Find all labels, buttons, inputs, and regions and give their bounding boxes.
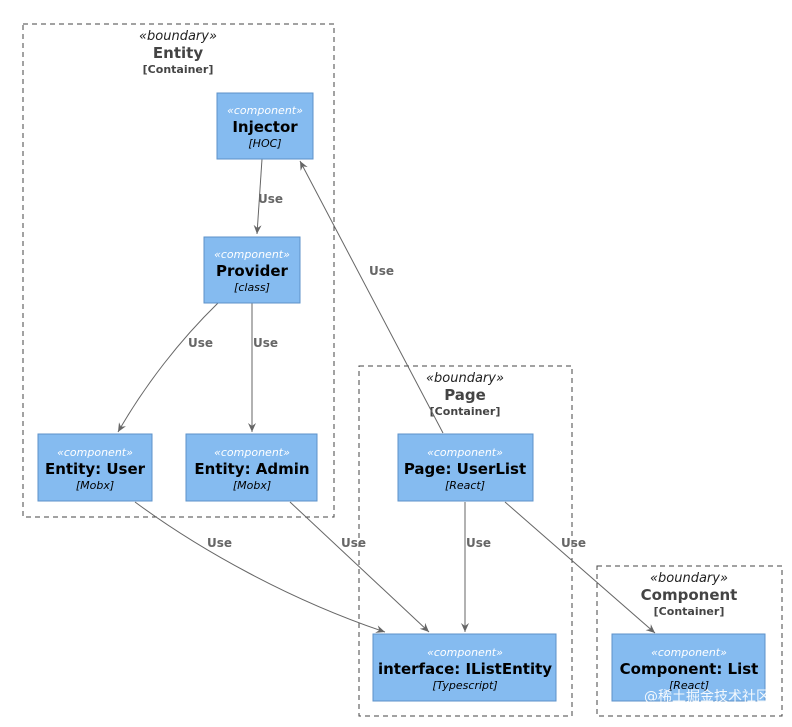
component-tech: [React] [445,479,485,492]
boundary-component: «boundary» Component [Container] [596,565,783,717]
component-injector[interactable]: «component» Injector [HOC] [216,92,314,160]
boundary-stereotype: «boundary» [426,371,504,386]
component-name: Entity: Admin [194,460,309,478]
boundary-name: Entity [153,44,203,62]
component-stereotype: «component» [651,646,727,659]
component-name: interface: IListEntity [378,660,552,678]
relation-label: Use [561,536,586,550]
component-entity-user[interactable]: «component» Entity: User [Mobx] [37,433,153,502]
relation-label: Use [341,536,366,550]
component-tech: [class] [234,281,270,294]
relation-entity-user-ilistentity [134,501,386,633]
component-component-list[interactable]: «component» Component: List [React] [611,633,766,702]
boundary-page: «boundary» Page [Container] [358,365,573,717]
component-tech: [React] [669,679,709,692]
boundary-type: [Container] [430,405,501,418]
component-stereotype: «component» [427,646,503,659]
component-tech: [Mobx] [76,479,114,492]
component-stereotype: «component» [427,446,503,459]
component-name: Entity: User [45,460,146,478]
component-name: Provider [216,262,289,280]
relation-label: Use [369,264,394,278]
boundary-name: Page [444,386,486,404]
component-entity-admin[interactable]: «component» Entity: Admin [Mobx] [185,433,318,502]
boundary-entity: «boundary» Entity [Container] [22,23,335,518]
component-ilistentity[interactable]: «component» interface: IListEntity [Type… [372,633,557,702]
boundary-name: Component [641,586,738,604]
component-name: Component: List [620,660,759,678]
relation-label: Use [466,536,491,550]
boundary-stereotype: «boundary» [650,571,728,586]
component-stereotype: «component» [227,104,303,117]
relation-provider-entity-user [117,302,219,433]
component-tech: [Mobx] [233,479,271,492]
boundary-stereotype: «boundary» [139,29,217,44]
relation-userlist-component-list [504,501,656,634]
component-name: Injector [232,118,298,136]
component-stereotype: «component» [214,248,290,261]
relation-injector-provider [253,158,263,235]
component-stereotype: «component» [57,446,133,459]
relation-label: Use [253,336,278,350]
boundary-type: [Container] [143,63,214,76]
relation-label: Use [188,336,213,350]
relation-entity-admin-ilistentity [289,501,430,633]
relation-label: Use [207,536,232,550]
relation-userlist-injector [299,160,444,434]
component-stereotype: «component» [214,446,290,459]
watermark: @稀土掘金技术社区 [644,689,770,705]
boundary-type: [Container] [654,605,725,618]
relations: Use Use Use Use Use Use Use Use [117,158,656,634]
component-page-userlist[interactable]: «component» Page: UserList [React] [397,433,534,502]
component-provider[interactable]: «component» Provider [class] [203,236,301,304]
component-tech: [HOC] [248,137,281,150]
component-tech: [Typescript] [432,679,497,692]
component-name: Page: UserList [404,460,526,478]
relation-label: Use [258,192,283,206]
